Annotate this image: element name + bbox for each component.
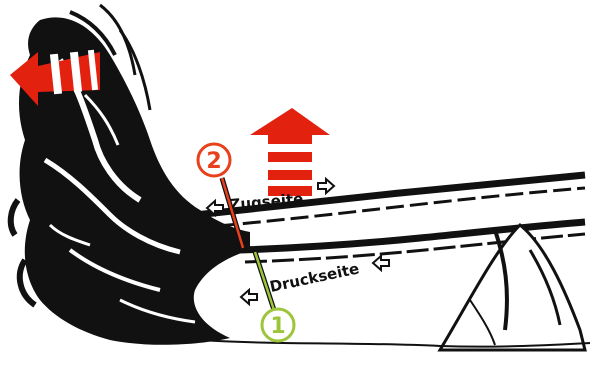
marker-1: 1: [255, 252, 294, 341]
compression-side-label: Druckseite: [268, 259, 361, 296]
marker-1-number: 1: [270, 314, 285, 339]
rock-support-illustration: [440, 225, 585, 350]
marker-2-number: 2: [206, 149, 221, 174]
tension-side-label: Zugseite: [229, 190, 304, 214]
